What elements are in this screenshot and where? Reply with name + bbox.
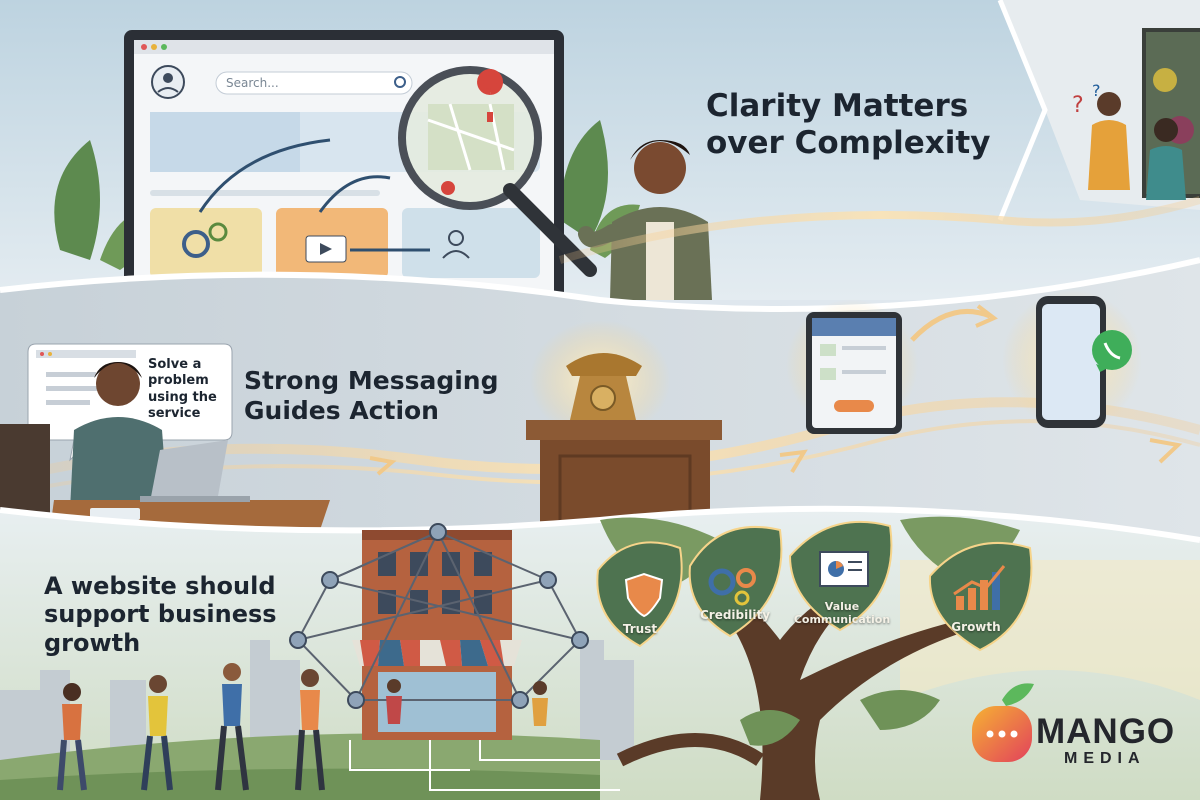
speech-line: problem xyxy=(148,373,209,389)
leaf-growth xyxy=(928,541,1033,652)
leaf-credibility xyxy=(688,526,783,638)
leaf-trust xyxy=(596,541,683,648)
speech-line: using the xyxy=(148,389,217,405)
growth-title: A website should support business growth xyxy=(44,572,304,657)
network-lines xyxy=(296,530,582,701)
messaging-title-line: Guides Action xyxy=(244,395,439,425)
clarity-title-line: over Complexity xyxy=(706,124,991,161)
search-input[interactable]: Search... xyxy=(226,76,279,90)
panel-growth xyxy=(0,505,1200,800)
speech-bubble-text: Solve a problem using the service xyxy=(148,357,228,422)
confused-people: ? ? xyxy=(1072,81,1186,200)
leaf-label-credibility: Credibility xyxy=(699,608,771,622)
smartphone-chat-icon xyxy=(1002,290,1142,430)
clarity-title-line: Clarity Matters xyxy=(706,88,969,124)
leaf-value-communication xyxy=(788,520,893,632)
panel-clarity: ? ? xyxy=(0,0,1200,323)
clarity-title: Clarity Matters over Complexity xyxy=(706,88,1006,161)
growth-title-line: support business xyxy=(44,600,277,629)
growth-title-line: growth xyxy=(44,628,141,657)
mango-media-logo xyxy=(972,683,1034,762)
speech-line: service xyxy=(148,405,201,421)
svg-text:?: ? xyxy=(1092,81,1101,100)
messaging-title-line: Strong Messaging xyxy=(244,366,499,395)
brand-name: MANGO xyxy=(1036,712,1176,751)
people-walking xyxy=(57,663,548,791)
svg-text:?: ? xyxy=(1072,93,1084,118)
speech-line: Solve a xyxy=(148,357,202,372)
messaging-title: Strong Messaging Guides Action xyxy=(244,366,524,425)
tablet-icon xyxy=(786,299,918,434)
leaf-label-growth: Growth xyxy=(951,620,1001,634)
brand-subtitle: MEDIA xyxy=(1064,750,1146,767)
leaf-label-trust: Trust xyxy=(622,622,658,636)
leaf-label-value-communication: Value Communication xyxy=(793,600,891,626)
growth-tree xyxy=(596,516,1033,800)
panel-messaging xyxy=(0,196,1200,540)
storefront-building xyxy=(352,530,522,740)
growth-title-line: A website should xyxy=(44,572,276,600)
